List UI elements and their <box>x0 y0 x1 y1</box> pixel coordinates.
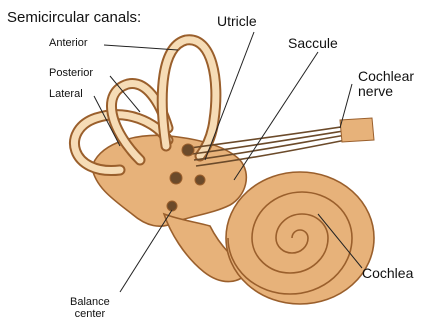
posterior-label: Posterior <box>49 68 93 80</box>
anterior-label: Anterior <box>49 38 88 50</box>
balance-center-label-line1: Balance <box>70 297 110 309</box>
cochlear-nerve-label-line1: Cochlear <box>358 69 414 84</box>
ganglion-2 <box>170 172 182 184</box>
cochlear-nerve-label-line2: nerve <box>358 84 414 99</box>
saccule-label: Saccule <box>288 36 338 51</box>
lateral-label: Lateral <box>49 89 83 101</box>
cochlear-nerve-label: Cochlear nerve <box>358 69 414 98</box>
balance-center-label-line2: center <box>70 309 110 321</box>
balance-center-label: Balance center <box>70 297 110 320</box>
ganglion-1 <box>182 144 194 156</box>
semicircular-canals-heading: Semicircular canals: <box>7 10 141 26</box>
cochlea-label: Cochlea <box>362 266 413 281</box>
ganglion-4 <box>167 201 177 211</box>
ganglion-3 <box>195 175 205 185</box>
utricle-label: Utricle <box>217 14 257 29</box>
